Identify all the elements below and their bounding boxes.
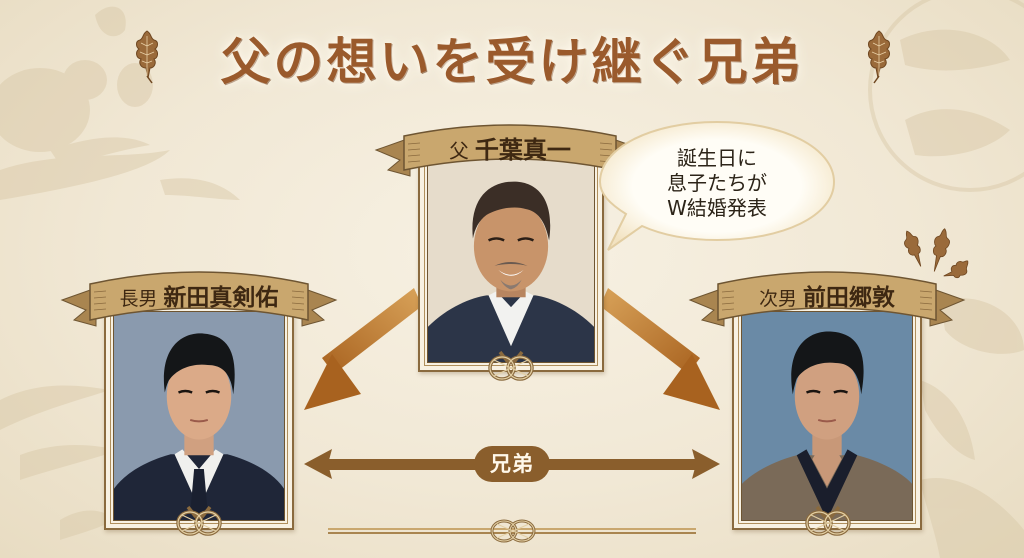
eldest-son-name: 新田真剣佑 [163,285,279,311]
mizuhiki-knot-icon [805,505,851,536]
eldest-son-portrait-frame [104,302,294,530]
father-role: 父 [449,140,469,163]
second-son-name: 前田郷敦 [802,285,895,311]
second-son-name-banner: 次男前田郷敦 [688,260,966,334]
bubble-line-1: 誕生日に [677,146,757,170]
father-portrait-frame [418,150,604,372]
father-photo [427,159,595,363]
bubble-line-2: 息子たちが [667,171,767,195]
second-son-photo [741,311,913,521]
brothers-label: 兄弟 [474,446,550,482]
speech-bubble: 誕生日に 息子たちが W結婚発表 [598,118,836,251]
mizuhiki-knot-icon [488,350,534,381]
eldest-son-name-banner: 長男新田真剣佑 [60,260,338,334]
oak-leaf-icon [136,30,158,84]
bubble-line-3: W結婚発表 [667,196,767,220]
oak-leaf-cluster-icon [904,228,969,279]
eldest-son-role: 長男 [119,288,158,310]
second-son-portrait-frame [732,302,922,530]
oak-leaf-icon [868,30,890,84]
second-son-role: 次男 [759,288,797,310]
mizuhiki-knot-icon [490,519,536,543]
eldest-son-photo [113,311,285,521]
page-title: 父の想いを受け継ぐ兄弟 [220,32,804,91]
father-name-banner: 父千葉真一 [374,116,646,186]
mizuhiki-knot-icon [176,505,222,536]
father-name: 千葉真一 [474,136,571,164]
